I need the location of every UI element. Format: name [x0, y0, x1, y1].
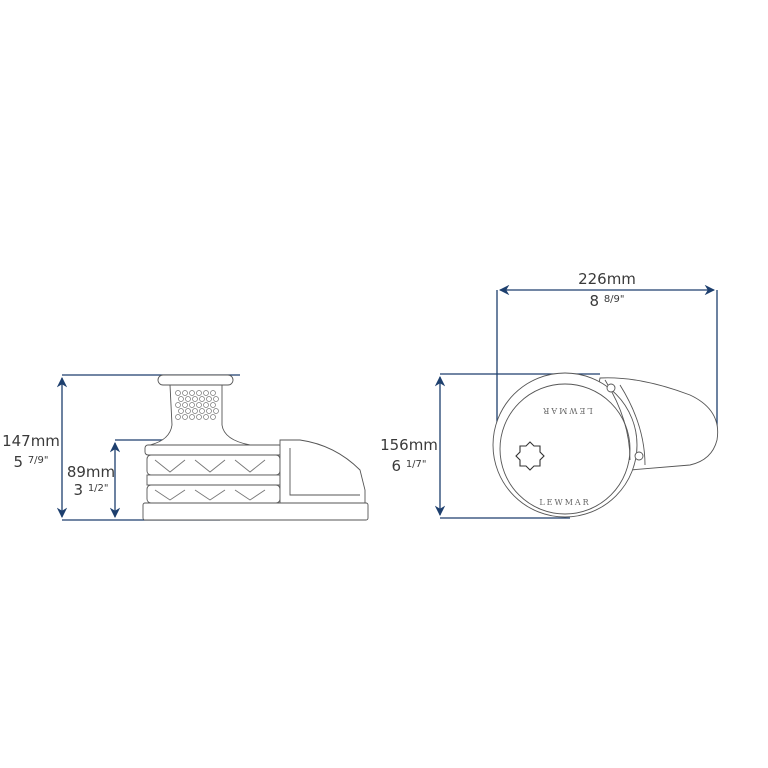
top-logo-text: LEWMAR [541, 406, 592, 415]
windlass-top-view: LEWMAR LEWMAR [492, 372, 719, 518]
overall-height-imperial: 5 7/9" [13, 453, 49, 471]
depth-imperial: 6 1/7" [391, 457, 427, 475]
windlass-side-view [142, 374, 369, 521]
bottom-logo-text: LEWMAR [539, 498, 590, 507]
drive-socket-icon [515, 441, 545, 471]
overall-height-label: 147mm 5 7/9" [2, 432, 60, 471]
width-imperial: 8 8/9" [589, 292, 625, 310]
top-view-dimensions [434, 284, 718, 519]
overall-height-metric: 147mm [2, 432, 60, 450]
base-height-imperial: 3 1/2" [73, 481, 109, 499]
width-metric: 226mm [578, 270, 636, 288]
depth-label: 156mm 6 1/7" [380, 436, 438, 475]
base-height-label: 89mm 3 1/2" [66, 463, 116, 499]
base-height-metric: 89mm [66, 463, 116, 481]
depth-metric: 156mm [380, 436, 438, 454]
width-label: 226mm 8 8/9" [567, 270, 647, 310]
